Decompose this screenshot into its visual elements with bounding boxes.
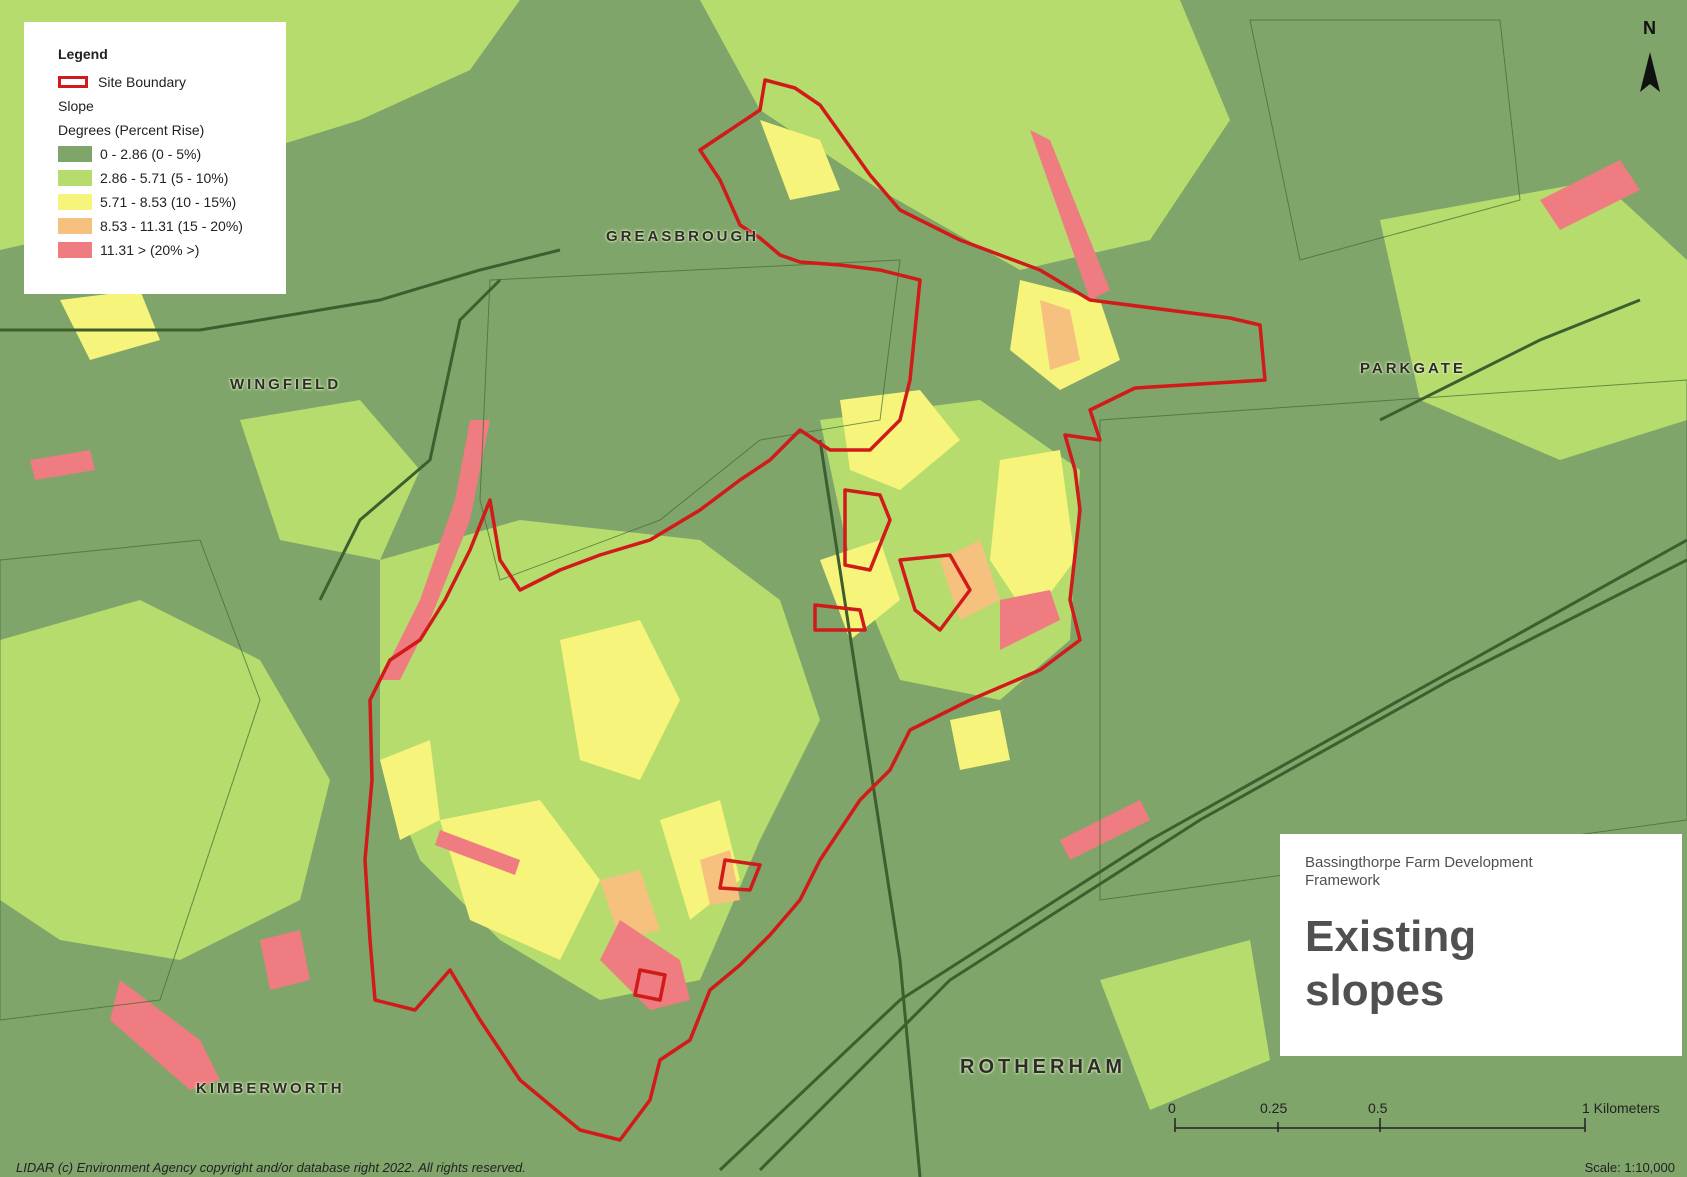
place-label-parkgate: PARKGATE	[1360, 360, 1466, 377]
scale-tick-025: 0.25	[1260, 1100, 1288, 1116]
class-swatch	[58, 218, 92, 234]
site-boundary-parcel-4	[718, 858, 762, 892]
scale-bar	[1174, 1118, 1586, 1132]
copyright-note: LIDAR (c) Environment Agency copyright a…	[16, 1160, 526, 1175]
class-swatch	[58, 242, 92, 258]
boundary-swatch	[58, 76, 88, 88]
place-label-kimberworth: KIMBERWORTH	[196, 1080, 345, 1097]
legend-class-row: 8.53 - 11.31 (15 - 20%)	[58, 214, 286, 238]
site-boundary-main	[363, 78, 1267, 1142]
map-title: Existing slopes	[1305, 912, 1477, 1015]
slope-10-15-areas	[60, 120, 1120, 960]
legend-class-row: 0 - 2.86 (0 - 5%)	[58, 142, 286, 166]
title-block: Bassingthorpe Farm Development Framework…	[1280, 834, 1682, 1056]
map-legend: Legend Site Boundary Slope Degrees (Perc…	[24, 22, 286, 294]
legend-boundary-row: Site Boundary	[58, 70, 286, 94]
legend-class-row: 2.86 - 5.71 (5 - 10%)	[58, 166, 286, 190]
legend-title: Legend	[58, 46, 108, 62]
north-label: N	[1643, 18, 1656, 38]
scale-tick-0: 0	[1168, 1100, 1176, 1116]
legend-boundary-label: Site Boundary	[98, 74, 186, 90]
place-label-wingfield: WINGFIELD	[230, 376, 342, 393]
legend-class-row: 11.31 > (20% >)	[58, 238, 286, 262]
legend-layer-label: Slope	[58, 98, 94, 114]
scale-ratio: Scale: 1:10,000	[1584, 1160, 1675, 1175]
site-boundary-parcel-3	[813, 603, 867, 632]
scale-tick-1km: 1 Kilometers	[1582, 1100, 1660, 1116]
legend-class-label: 0 - 2.86 (0 - 5%)	[100, 146, 202, 162]
class-swatch	[58, 194, 92, 210]
slope-15-20-areas	[600, 300, 1080, 940]
legend-class-label: 5.71 - 8.53 (10 - 15%)	[100, 194, 237, 210]
legend-class-label: 2.86 - 5.71 (5 - 10%)	[100, 170, 229, 186]
map-subtitle: Bassingthorpe Farm Development Framework	[1305, 854, 1533, 889]
site-boundary	[363, 78, 1267, 1142]
site-boundary-parcel-1	[843, 488, 892, 572]
scale-tick-05: 0.5	[1368, 1100, 1388, 1116]
class-swatch	[58, 146, 92, 162]
legend-units-label: Degrees (Percent Rise)	[58, 122, 205, 138]
roads	[0, 248, 1687, 1177]
legend-class-row: 5.71 - 8.53 (10 - 15%)	[58, 190, 286, 214]
slope-over-20-areas	[30, 130, 1640, 1090]
site-boundary-parcel-5	[633, 968, 667, 1002]
place-label-rotherham: ROTHERHAM	[960, 1056, 1126, 1078]
legend-class-label: 11.31 > (20% >)	[100, 242, 200, 258]
slope-5-10-areas	[0, 0, 1687, 1110]
place-label-greasbrough: GREASBROUGH	[606, 228, 760, 245]
legend-class-label: 8.53 - 11.31 (15 - 20%)	[100, 218, 243, 234]
north-arrow-icon	[1640, 52, 1660, 92]
class-swatch	[58, 170, 92, 186]
site-boundary-parcel-2	[898, 553, 972, 632]
